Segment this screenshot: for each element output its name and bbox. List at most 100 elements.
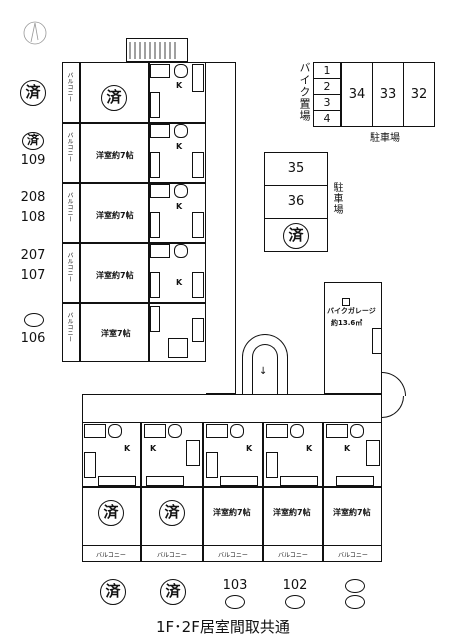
bike-garage-title: バイクガレージ bbox=[327, 307, 376, 315]
kitchen-mark: K bbox=[176, 81, 183, 90]
closet bbox=[150, 272, 160, 298]
bike-garage-closet bbox=[372, 328, 382, 354]
door-icon bbox=[382, 372, 406, 396]
closet bbox=[280, 476, 318, 486]
bath bbox=[168, 338, 188, 358]
bath bbox=[150, 64, 170, 78]
parking-top-label: 駐車場 bbox=[370, 133, 400, 144]
room-label: 洋室約7帖 bbox=[213, 508, 251, 517]
sink bbox=[192, 318, 204, 342]
balcony-label: バルコニー bbox=[338, 552, 368, 559]
lower-corridor bbox=[82, 394, 382, 422]
stairs-top bbox=[126, 38, 188, 62]
balcony-label: バルコニー bbox=[66, 192, 73, 222]
closet bbox=[146, 476, 184, 486]
sink bbox=[192, 212, 204, 238]
door-icon bbox=[382, 396, 404, 418]
bath bbox=[266, 424, 288, 438]
upper-corridor bbox=[206, 62, 236, 394]
balcony-label: バルコニー bbox=[157, 552, 187, 559]
toilet bbox=[350, 424, 364, 438]
balcony-label: バルコニー bbox=[66, 312, 73, 342]
parking-right-label: 駐車場 bbox=[331, 182, 342, 215]
footer-title: 1F･2F居室間取共通 bbox=[156, 618, 290, 636]
sink bbox=[84, 452, 96, 478]
arrow-down-icon: ↓ bbox=[259, 366, 268, 377]
bath bbox=[84, 424, 106, 438]
parking-slot: 32 bbox=[403, 62, 435, 127]
bike-slot: 2 bbox=[313, 78, 341, 95]
kitchen-mark: K bbox=[176, 202, 183, 211]
kitchen-mark: K bbox=[124, 444, 131, 453]
status-badge: 済 bbox=[100, 579, 126, 605]
lower-balcony-strip bbox=[82, 546, 382, 562]
sink bbox=[192, 152, 204, 178]
room-label: 洋室約7帖 bbox=[96, 211, 134, 220]
bike-slot: 3 bbox=[313, 94, 341, 111]
status-badge: 済 bbox=[98, 500, 124, 526]
toilet bbox=[174, 124, 188, 138]
toilet bbox=[174, 64, 188, 78]
unit-number: 109 bbox=[20, 153, 46, 168]
bike-slot: 4 bbox=[313, 110, 341, 127]
room-label: 洋室約7帖 bbox=[96, 271, 134, 280]
room-label: 洋室約7帖 bbox=[333, 508, 371, 517]
kitchen-mark: K bbox=[176, 142, 183, 151]
toilet bbox=[174, 184, 188, 198]
unit-number: 106 bbox=[20, 331, 46, 346]
sink bbox=[192, 64, 204, 92]
bath bbox=[326, 424, 348, 438]
parking-slot: 33 bbox=[372, 62, 404, 127]
unit-number: 108 bbox=[20, 210, 46, 225]
unit-number: 102 bbox=[282, 578, 308, 593]
balcony-label: バルコニー bbox=[66, 252, 73, 282]
status-badge: 済 bbox=[283, 223, 309, 249]
closet bbox=[150, 306, 160, 332]
toilet bbox=[290, 424, 304, 438]
unit-number-crossed-icon bbox=[24, 313, 44, 327]
unit-number-crossed-icon bbox=[225, 595, 245, 609]
status-badge: 済 bbox=[20, 80, 46, 106]
unit-number-crossed-icon bbox=[345, 595, 365, 609]
sink bbox=[206, 452, 218, 478]
kitchen-mark: K bbox=[306, 444, 313, 453]
kitchen-mark: K bbox=[344, 444, 351, 453]
status-badge: 済 bbox=[160, 579, 186, 605]
unit-number: 103 bbox=[222, 578, 248, 593]
balcony-label: バルコニー bbox=[66, 132, 73, 162]
bike-slot: 1 bbox=[313, 62, 341, 79]
bike-garage-area: 約13.6㎡ bbox=[331, 319, 363, 327]
unit-number: 107 bbox=[20, 268, 46, 283]
room-label: 洋室約7帖 bbox=[96, 151, 134, 160]
status-badge: 済 bbox=[159, 500, 185, 526]
sink bbox=[186, 440, 200, 466]
status-badge: 済 bbox=[22, 132, 44, 150]
balcony-label: バルコニー bbox=[218, 552, 248, 559]
closet bbox=[220, 476, 258, 486]
kitchen-mark: K bbox=[246, 444, 253, 453]
unit-number-crossed-icon bbox=[285, 595, 305, 609]
garage-door-icon bbox=[342, 298, 350, 306]
toilet bbox=[108, 424, 122, 438]
toilet bbox=[168, 424, 182, 438]
sink bbox=[266, 452, 278, 478]
unit-number: 208 bbox=[20, 190, 46, 205]
closet bbox=[150, 152, 160, 178]
bath bbox=[150, 244, 170, 258]
upper-balcony-strip bbox=[62, 62, 80, 362]
kitchen-mark: K bbox=[150, 444, 157, 453]
room-label: 洋室7帖 bbox=[101, 329, 131, 338]
balcony-label: バルコニー bbox=[278, 552, 308, 559]
bath bbox=[150, 124, 170, 138]
compass-icon bbox=[22, 20, 48, 46]
parking-slot: 35 bbox=[264, 152, 328, 186]
closet bbox=[98, 476, 136, 486]
toilet bbox=[230, 424, 244, 438]
unit-number-crossed-icon bbox=[345, 579, 365, 593]
unit-number: 207 bbox=[20, 248, 46, 263]
sink bbox=[366, 440, 380, 466]
closet bbox=[336, 476, 374, 486]
balcony-label: バルコニー bbox=[66, 72, 73, 102]
balcony-label: バルコニー bbox=[96, 552, 126, 559]
bike-parking-label: バイク置場 bbox=[298, 62, 311, 122]
